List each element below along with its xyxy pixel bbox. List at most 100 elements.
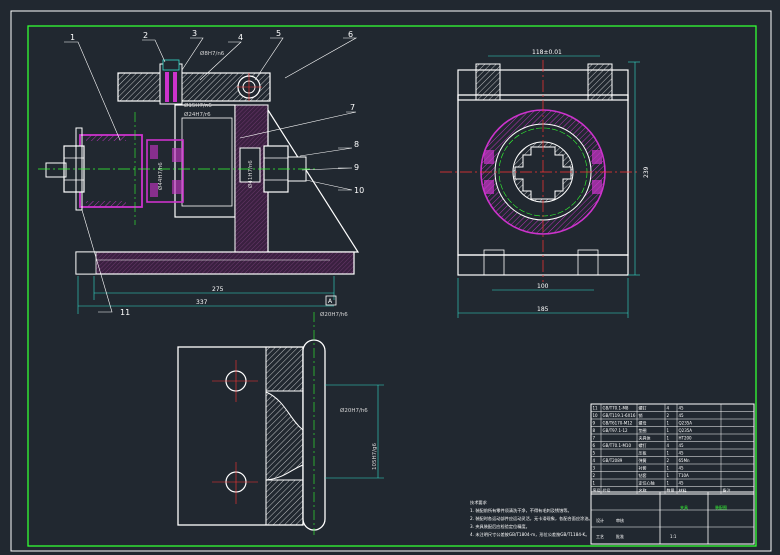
- bom-cell: 5: [593, 451, 596, 456]
- balloon-5: 5: [276, 29, 281, 38]
- bom-cell: 螺钉: [639, 405, 647, 411]
- bom-cell: 10: [593, 413, 599, 418]
- side-dimensions: 118±0.01 239 100 185: [532, 49, 650, 313]
- title-block-drawing-no: 装配图: [715, 504, 727, 510]
- balloons: 1 2 3 4 5 6 7 8 9 10 11: [70, 29, 364, 317]
- bom-header-cell: 数量: [667, 487, 675, 493]
- dim-bottom-d20: Ø20H7/h6: [320, 311, 348, 318]
- bottom-view: [177, 312, 384, 535]
- bom-cell: GB/T70.1-M8: [603, 406, 629, 411]
- bom-cell: 1: [667, 436, 670, 441]
- bom-cell: 压板: [639, 450, 647, 456]
- dim-275: 275: [212, 286, 224, 293]
- note-4: 4. 未注明尺寸公差按GB/T1804-m，形位公差按GB/T1184-K。: [470, 531, 589, 538]
- side-view: [440, 55, 640, 318]
- bom-cell: 45: [679, 413, 685, 418]
- notes-title: 技术要求: [470, 499, 488, 506]
- dim-337: 337: [196, 299, 208, 306]
- bom-cell: 45: [679, 466, 685, 471]
- dim-185: 185: [537, 306, 549, 313]
- bom-cell: 2: [593, 473, 596, 478]
- technical-notes: 技术要求 1. 装配前所有零件须清洗干净，不得有毛刺及锈蚀等。 2. 装配时各运…: [470, 499, 593, 538]
- bom-cell: 45: [679, 406, 685, 411]
- bom-header-cell: 材料: [679, 487, 687, 493]
- bom-cell: 1: [667, 473, 670, 478]
- bom-cell: 65Mn: [679, 458, 691, 463]
- dim-239: 239: [643, 166, 650, 178]
- bottom-dimensions: Ø20H7/h6 Ø20H7/h6 105H7/g6: [320, 311, 378, 470]
- bom-cell: 8: [593, 428, 596, 433]
- dim-d44: Ø44H7/h6: [157, 162, 164, 190]
- locating-mandrel: [79, 134, 143, 208]
- bom-cell: 4: [667, 443, 670, 448]
- bom-cell: 螺母: [639, 420, 647, 426]
- bom-cell: 2: [667, 413, 670, 418]
- bom-cell: 销: [639, 412, 643, 418]
- title-block-design: 设计: [596, 517, 604, 523]
- balloon-11: 11: [120, 308, 130, 317]
- bom-cell: 夹具体: [639, 435, 651, 441]
- bom-cell: HT200: [679, 436, 693, 441]
- balloon-9: 9: [354, 163, 359, 172]
- inner-border: [27, 25, 757, 547]
- bom-cell: Q235A: [679, 421, 693, 426]
- base-plate: [75, 251, 355, 275]
- note-1: 1. 装配前所有零件须清洗干净，不得有毛刺及锈蚀等。: [470, 507, 572, 514]
- dim-fit-top: Ø8H7/n6: [200, 50, 225, 57]
- fixture-body: [174, 104, 236, 218]
- bom-cell: 衬套: [639, 465, 647, 471]
- bom-cell: 4: [667, 406, 670, 411]
- title-block-approve: 批准: [616, 533, 624, 539]
- bom-cell: 1: [667, 421, 670, 426]
- balloon-6: 6: [348, 30, 353, 39]
- bom-cell: 11: [593, 406, 599, 411]
- bom-cell: 45: [679, 443, 685, 448]
- bom-cell: 1: [667, 466, 670, 471]
- bom-cell: 1: [667, 451, 670, 456]
- balloon-7: 7: [350, 103, 355, 112]
- dim-d24: Ø24H7/r6: [184, 111, 211, 118]
- bom-cell: 弹簧: [639, 457, 647, 463]
- bom-cell: 45: [679, 481, 685, 486]
- bom-cell: 1: [667, 428, 670, 433]
- main-dimensions: Ø8H7/n6 Ø15H7/n6 Ø24H7/r6 Ø44H7/h6 Ø41H7…: [157, 50, 333, 306]
- bom-cell: 垫圈: [639, 427, 647, 433]
- bom-cell: 钻套: [639, 472, 647, 478]
- dim-bottom-d20-inner: Ø20H7/h6: [340, 407, 368, 414]
- dim-100: 100: [537, 283, 549, 290]
- bom-cell: 3: [593, 466, 596, 471]
- bom-header-cell: 代号: [603, 487, 611, 493]
- bom-cell: T10A: [678, 473, 690, 478]
- bom-cell: 1: [593, 481, 596, 486]
- balloon-10: 10: [354, 186, 364, 195]
- balloon-3: 3: [192, 29, 197, 38]
- note-2: 2. 装配时各运动部件应运动灵活，无卡滞现象，各配合面应涂油。: [470, 515, 593, 522]
- balloon-1: 1: [70, 33, 75, 42]
- section-label: A: [328, 298, 333, 305]
- bom-cell: 2: [667, 458, 670, 463]
- balloon-leaders: [64, 37, 358, 313]
- bom-cell: Q235A: [679, 428, 693, 433]
- outer-frame: [10, 10, 772, 552]
- bom-cell: GB/T70.1-M10: [603, 443, 632, 448]
- bom-header-cell: 序号: [593, 487, 601, 493]
- balloon-8: 8: [354, 140, 359, 149]
- title-block-process: 工艺: [596, 534, 604, 539]
- note-3: 3. 夹具装配后应检验定位精度。: [470, 523, 530, 530]
- dim-118: 118±0.01: [532, 49, 562, 56]
- bom-header-cell: 名称: [639, 487, 647, 493]
- dim-bottom-105: 105H7/g6: [372, 443, 378, 470]
- title-block-review: 审核: [616, 517, 624, 523]
- bom-cell: 1: [667, 481, 670, 486]
- bom-cell: GB/T97.1-12: [603, 428, 629, 433]
- bom-cell: 7: [593, 436, 596, 441]
- bom-cell: 45: [679, 451, 685, 456]
- bom-cell: 6: [593, 443, 596, 448]
- dim-d41: Ø41H7/n6: [247, 160, 254, 188]
- drill-bushing: [162, 59, 180, 71]
- spline-hole: [514, 146, 572, 200]
- title-block-title: 夹具: [680, 504, 688, 510]
- balloon-2: 2: [143, 31, 148, 40]
- title-block-scale: 1:1: [670, 534, 677, 539]
